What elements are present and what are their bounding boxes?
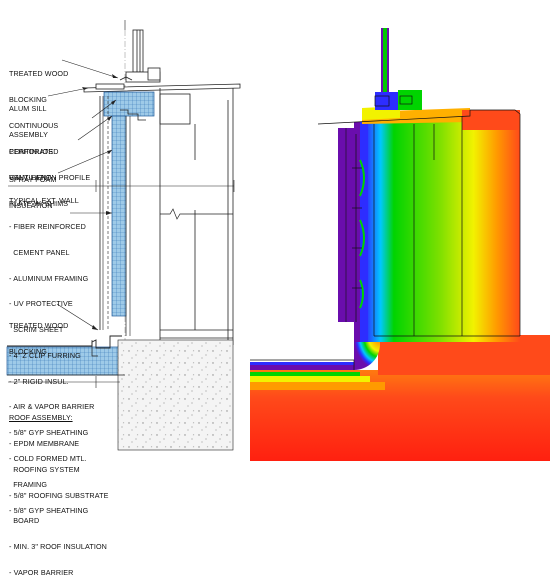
label-line: - COLD FORMED MTL. (9, 454, 87, 463)
label-line: - MIN. 3" ROOF INSULATION (9, 542, 107, 552)
label-line: - UV PROTECTIVE (9, 299, 73, 309)
label-line: ALUM SILL (9, 104, 47, 114)
label-line: - 4" Z CLIP FURRING (9, 350, 81, 360)
label-line: CONTINUOUS (9, 121, 59, 131)
label-line: TREATED WOOD (9, 321, 69, 331)
label-continuous-galv: CONTINUOS GALV. BENT PLATE W/ SHIMS (9, 131, 68, 217)
window-frame (132, 29, 144, 73)
label-treated-wood-blocking-top: TREATED WOOD BLOCKING (9, 53, 68, 113)
label-line: - VAPOR BARRIER (9, 567, 74, 577)
label-line: ROOFING SYSTEM (9, 464, 80, 474)
label-line: - 5/8" ROOFING SUBSTRATE (9, 490, 109, 500)
label-line: CEMENT PANEL (9, 247, 70, 257)
label-treated-wood-blocking-bottom: TREATED WOOD BLOCKING (9, 305, 68, 365)
label-line: ASSEMBLY (9, 129, 49, 139)
label-spray-foam: SPRAY FOAM INSULATION (9, 159, 56, 219)
label-continuous-perforated: CONTINUOUS PERFORATED VENTILATION PROFIL… (9, 105, 90, 191)
label-line: - EPDM MEMBRANE (9, 438, 80, 448)
section-detail-drawing (6, 20, 550, 461)
label-line: PERFORATED (9, 146, 59, 156)
thermal-model (250, 28, 550, 461)
thermal-outlines (250, 109, 521, 370)
spray-foam-insulation (103, 91, 155, 121)
label-line: INSULATION (9, 200, 53, 210)
label-line: - FIBER REINFORCED (9, 221, 86, 231)
leader-lines (8, 20, 235, 388)
label-line: - AIR & VAPOR BARRIER (9, 402, 95, 412)
sill-assembly (83, 67, 241, 93)
label-title: TYPICAL EXT. WALL (9, 196, 79, 206)
break-line (160, 208, 233, 220)
label-line: BLOCKING (9, 346, 47, 356)
label-title: ROOF ASSEMBLY: (9, 413, 73, 423)
label-line: - 5/8" GYP SHEATHING (9, 428, 89, 438)
label-line: TREATED WOOD (9, 69, 69, 79)
label-line: BOARD (9, 516, 40, 526)
arrowheads (82, 74, 118, 330)
label-line: BLOCKING (9, 94, 47, 104)
label-line: SCRIM SHEET (9, 325, 64, 335)
interior-wall (159, 88, 234, 345)
label-roof-assembly: ROOF ASSEMBLY: - EPDM MEMBRANE ROOFING S… (9, 397, 108, 586)
label-line: SPRAY FOAM (9, 175, 57, 185)
label-alum-sill: ALUM SILL ASSEMBLY (9, 88, 48, 148)
label-line: PLATE W/ SHIMS (9, 198, 69, 208)
label-line: CONTINUOS (9, 147, 54, 157)
label-line: - ALUMINUM FRAMING (9, 273, 89, 283)
exterior-wall-layers (99, 96, 131, 336)
label-line: GALV. BENT (9, 172, 52, 182)
roof-assembly-drawing (6, 335, 234, 451)
label-line: - 2" RIGID INSUL. (9, 376, 69, 386)
label-line: VENTILATION PROFILE (9, 172, 91, 182)
